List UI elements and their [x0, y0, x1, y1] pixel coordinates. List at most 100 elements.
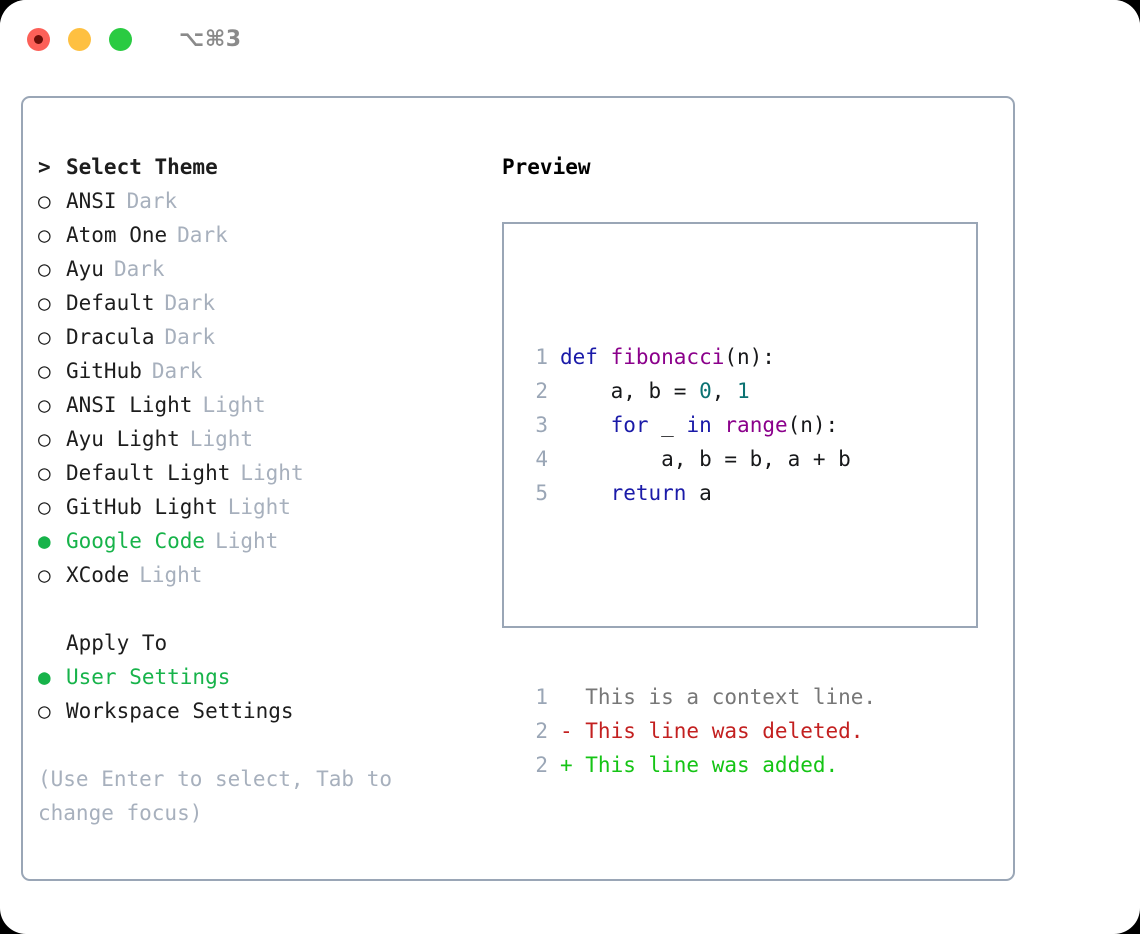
theme-variant-tag: Light [139, 563, 203, 587]
token-pl [560, 481, 611, 505]
theme-option-label: Ayu Light [66, 427, 180, 451]
line-number: 2 [535, 379, 548, 403]
token-num: 0 [699, 379, 712, 403]
token-add: + This line was added. [560, 753, 839, 777]
diff-line: 2 - This line was deleted. [524, 714, 876, 748]
line-content: - This line was deleted. [560, 714, 863, 748]
token-pl: (n): [724, 345, 775, 369]
code-line: 3 for _ in range(n): [524, 408, 876, 442]
close-button[interactable] [27, 27, 50, 51]
theme-variant-tag: Light [202, 393, 266, 417]
section-spacer [38, 592, 498, 626]
theme-option-google-code[interactable]: ● Google Code Light [38, 524, 498, 558]
theme-option-label: XCode [66, 563, 130, 587]
line-content: a, b = b, a + b [560, 442, 851, 476]
theme-option-label: GitHub Light [66, 495, 218, 519]
radio-unselected-icon: ○ [38, 495, 51, 519]
radio-unselected-icon: ○ [38, 223, 51, 247]
apply-to-option-list: ●User Settings○Workspace Settings [38, 660, 498, 728]
apply-to-option-label: Workspace Settings [66, 699, 294, 723]
radio-unselected-icon: ○ [38, 427, 51, 451]
prompt-caret-icon: > [38, 155, 51, 179]
keyboard-hint-text: (Use Enter to select, Tab to change focu… [38, 767, 405, 825]
title-bar: ⌥⌘3 [0, 0, 1140, 78]
line-content: return a [560, 476, 712, 510]
code-blank-line [524, 578, 876, 612]
radio-unselected-icon: ○ [38, 325, 51, 349]
preview-title: Preview [502, 155, 591, 179]
theme-option-ansi[interactable]: ○ ANSI Dark [38, 184, 498, 218]
theme-variant-tag: Dark [164, 325, 216, 349]
apply-to-option-label: User Settings [66, 665, 231, 689]
theme-option-ayu-light[interactable]: ○ Ayu Light Light [38, 422, 498, 456]
radio-unselected-icon: ○ [38, 257, 51, 281]
token-pl: , [711, 379, 738, 403]
apply-to-option-workspace-settings[interactable]: ○Workspace Settings [38, 694, 498, 728]
token-num: 1 [737, 379, 750, 403]
line-content: def fibonacci(n): [560, 340, 775, 374]
apply-to-header: Apply To [38, 626, 498, 660]
theme-variant-tag: Light [227, 495, 291, 519]
maximize-button[interactable] [109, 27, 132, 51]
theme-variant-tag: Dark [164, 291, 216, 315]
line-number: 1 [535, 685, 548, 709]
apply-to-marker-icon [38, 626, 66, 660]
minimize-button[interactable] [68, 27, 91, 51]
theme-option-github-light[interactable]: ○ GitHub Light Light [38, 490, 498, 524]
radio-unselected-icon: ○ [38, 461, 51, 485]
radio-unselected-icon: ○ [38, 291, 51, 315]
apply-to-option-user-settings[interactable]: ●User Settings [38, 660, 498, 694]
theme-variant-tag: Dark [126, 189, 178, 213]
theme-variant-tag: Dark [151, 359, 203, 383]
theme-option-label: Default Light [66, 461, 231, 485]
theme-option-default[interactable]: ○ Default Dark [38, 286, 498, 320]
theme-variant-tag: Light [215, 529, 279, 553]
radio-selected-icon: ● [38, 529, 51, 553]
token-pl: a [686, 481, 712, 505]
token-pl: a, b = [560, 379, 700, 403]
radio-unselected-icon: ○ [38, 359, 51, 383]
token-fn: range [724, 413, 788, 437]
line-number: 3 [535, 413, 548, 437]
token-kw: return [610, 481, 687, 505]
line-content: This is a context line. [560, 680, 876, 714]
line-number: 2 [535, 753, 548, 777]
theme-variant-tag: Light [189, 427, 254, 451]
token-fn: fibonacci [610, 345, 725, 369]
token-pl: (n): [787, 413, 839, 437]
theme-option-label: Google Code [66, 529, 206, 553]
token-pl: a, b = b, a + b [560, 447, 851, 471]
token-kw: for [610, 413, 649, 437]
theme-option-label: ANSI [66, 189, 117, 213]
theme-option-label: Ayu [66, 257, 104, 281]
code-line: 5 return a [524, 476, 876, 510]
token-kw: in [686, 413, 712, 437]
line-number: 2 [535, 719, 548, 743]
token-ctx: This is a context line. [560, 685, 877, 709]
token-pl: _ [648, 413, 687, 437]
line-number: 1 [535, 345, 548, 369]
radio-unselected-icon: ○ [38, 189, 51, 213]
code-line: 2 a, b = 0, 1 [524, 374, 876, 408]
theme-option-label: Default [66, 291, 155, 315]
line-content: a, b = 0, 1 [560, 374, 750, 408]
token-pl [712, 413, 725, 437]
diff-block: 1 This is a context line. 2 - This line wa… [524, 680, 876, 782]
keyboard-shortcut-label: ⌥⌘3 [179, 26, 242, 52]
token-pl [560, 413, 611, 437]
